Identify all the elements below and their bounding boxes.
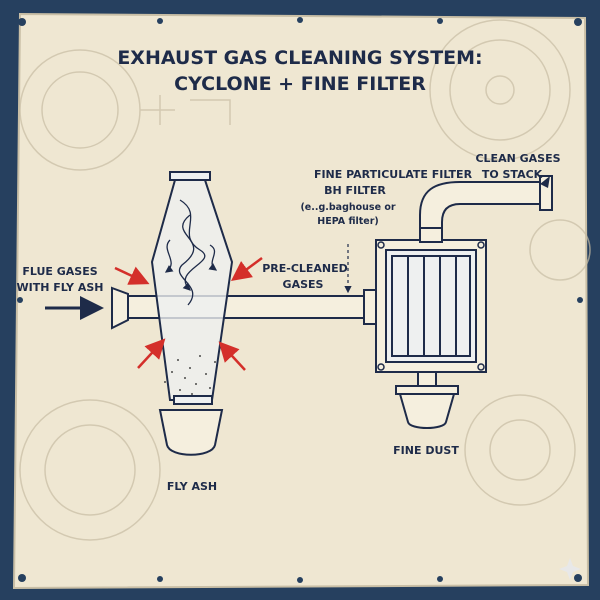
- title-line-2: CYCLONE + FINE FILTER: [174, 73, 426, 95]
- background-gears: [19, 19, 591, 541]
- clean-gas-arrowhead: [540, 176, 550, 188]
- clean-gases-label-2: TO STACK: [482, 168, 543, 181]
- flue-gases-label-2: WITH FLY ASH: [16, 281, 103, 294]
- filter-bolts: [377, 241, 485, 371]
- fine-filter-label-1: FINE PARTICULATE FILTER: [314, 168, 473, 181]
- filter-housing: [375, 239, 487, 373]
- filter-bags: [391, 255, 471, 357]
- rivets: [17, 17, 583, 583]
- fly-ash-label: FLY ASH: [167, 480, 217, 493]
- sparkle-icon: [559, 558, 581, 580]
- clean-gases-label-1: CLEAN GASES: [475, 152, 560, 165]
- fine-filter-label-2: BH FILTER: [324, 184, 386, 197]
- fly-ash-particles: [164, 355, 216, 395]
- pre-cleaned-label-2: GASES: [283, 278, 324, 291]
- fly-ash-hopper: [158, 409, 224, 456]
- fine-dust-label: FINE DUST: [393, 444, 459, 457]
- fine-dust-hopper: [395, 371, 459, 429]
- pre-cleaned-label-1: PRE-CLEANED: [262, 262, 348, 275]
- fine-filter-note-2: HEPA filter): [317, 216, 379, 227]
- flue-gases-label-1: FLUE GASES: [22, 265, 97, 278]
- outlet-pipe: [419, 175, 553, 243]
- fine-filter-note-1: (e..g.baghouse or: [300, 202, 395, 213]
- inflow-arrows: [114, 256, 263, 371]
- title-line-1: EXHAUST GAS CLEANING SYSTEM:: [117, 47, 482, 69]
- cyclone-swirl: [164, 199, 218, 306]
